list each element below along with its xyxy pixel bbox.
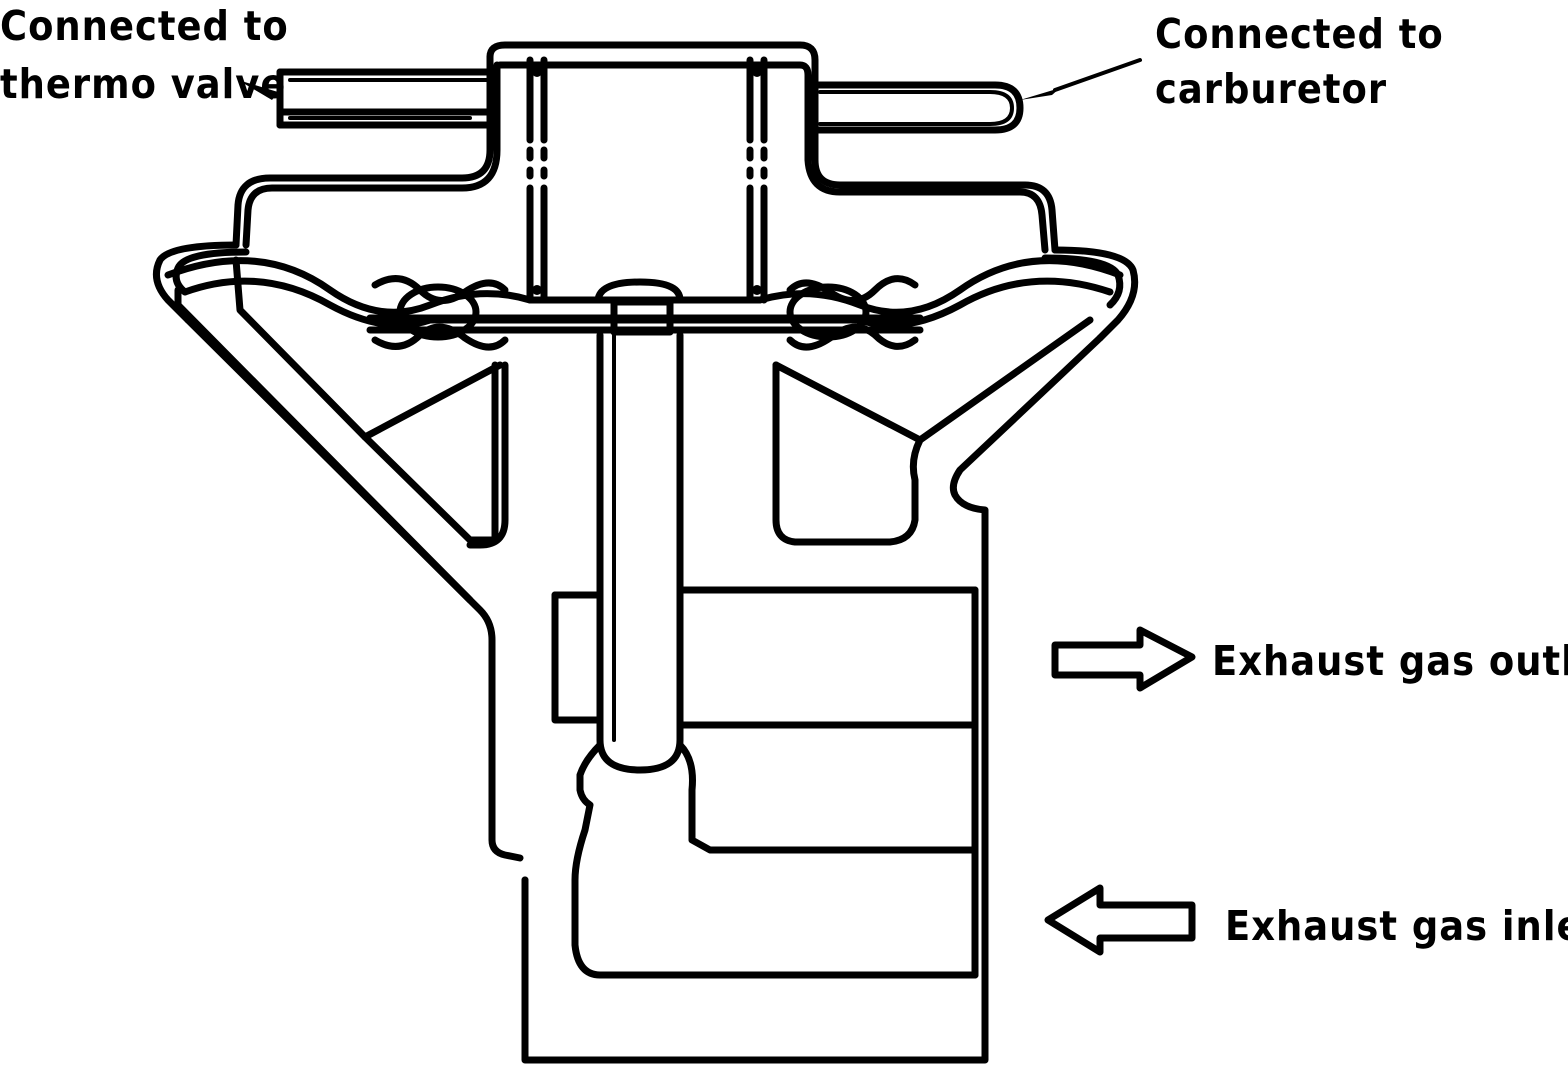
thermo-label-line2: thermo valve (0, 60, 286, 108)
carb-label-line2: carburetor (1155, 65, 1387, 113)
carburetor-port (811, 81, 1024, 134)
left-arrow-icon (1044, 884, 1196, 956)
outlet-label: Exhaust gas outlet (1212, 637, 1568, 685)
inlet-label: Exhaust gas inlet (1225, 902, 1568, 950)
right-arrow-icon (1051, 626, 1196, 692)
vacuum-chamber (232, 41, 1059, 304)
pointer-arrow-icon (238, 58, 1142, 100)
thermo-label-line1: Connected to (0, 2, 289, 50)
valve-body (174, 256, 1104, 1064)
thermo-valve-port (276, 68, 494, 129)
carb-label-line1: Connected to (1155, 10, 1444, 58)
diaphragm-flange (152, 241, 1139, 351)
